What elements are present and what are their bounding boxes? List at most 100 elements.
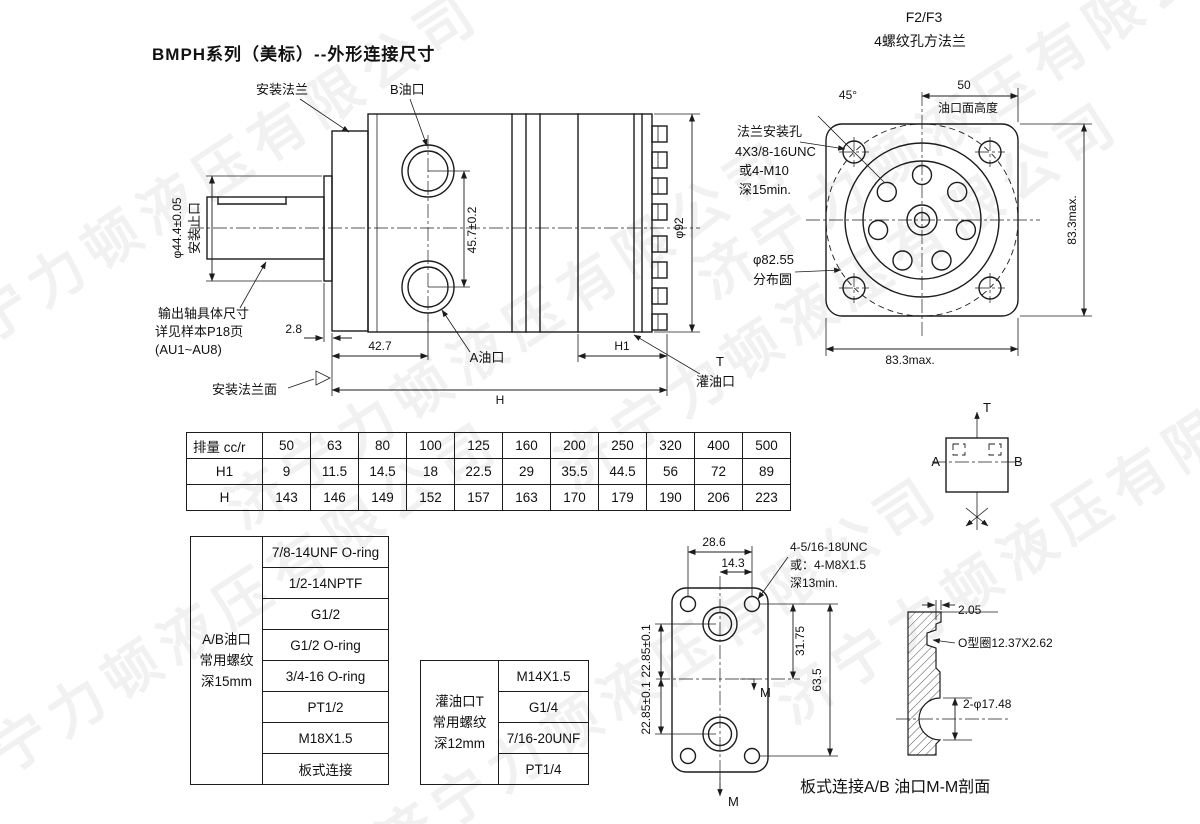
cell: 206 [694,484,743,511]
mounting-spigot [323,175,333,282]
header-line: 常用螺纹 [199,653,254,668]
section-m-label-top: M [760,685,771,700]
plate-thread-note1: 4-5/16-18UNC [790,540,868,554]
thread-cell: PT1/2 [262,691,389,723]
header-line: 深12mm [433,736,485,751]
cell: 190 [646,484,695,511]
table-row: M18X1.5 [191,722,389,754]
drain-port-label: 灌油口 [696,374,735,389]
cell: 149 [358,484,407,511]
cell: 11.5 [310,458,359,485]
bolt-circle-text-label: 分布圆 [753,272,792,287]
cell: 35.5 [550,458,599,485]
table-row: A/B油口 常用螺纹 深15mm 7/8-14UNF O-ring [190,536,389,785]
table-row: 7/16-20UNF [421,722,589,754]
thread-cell: M18X1.5 [262,722,389,754]
plate-corner-holes [679,595,761,765]
a-port-label: A油口 [470,350,505,365]
plate-hole-spacing-dim: 28.6 [702,535,726,549]
table-row: H 143 146 149 152 157 163 170 179 190 20… [186,484,791,511]
thread-cell: PT1/4 [498,753,589,785]
shaft-note-line1: 输出轴具体尺寸 [158,306,249,321]
mm-section-view: 2.05 O型圈12.37X2.62 2-φ17.48 板式连接A/B 油口M-… [800,600,1053,796]
cell: 22.5 [454,458,503,485]
cell: 44.5 [598,458,647,485]
cell: 143 [262,484,311,511]
cell: 250 [598,432,647,459]
thread-cell: G1/2 [262,598,389,630]
front-view-flange: F2/F3 4螺纹孔方法兰 [735,9,1092,367]
header-line: 常用螺纹 [432,715,487,730]
cell: 146 [310,484,359,511]
row-label: H [186,484,263,511]
port-spacing-dim: 45.7±0.2 [465,206,479,253]
dimension-table: 排量 cc/r 50 63 80 100 125 160 200 250 320… [186,432,791,511]
row-label: 排量 cc/r [186,432,263,459]
cell: 125 [454,432,503,459]
thread-cell: 板式连接 [262,753,389,785]
spigot-diameter-dim: φ44.4±0.05 [170,197,184,258]
thread-cell: G1/4 [498,691,589,723]
hole-spacing-dim: 63.5 [810,668,824,692]
schematic-a-label: A [931,454,940,469]
cell: 100 [406,432,455,459]
row-label: H1 [186,458,263,485]
mount-hole-note2: 4X3/8-16UNC [735,144,816,159]
drain-port-thread-table: 灌油口T 常用螺纹 深12mm M14X1.5 G1/4 7/16-20UNF … [420,660,589,785]
cell: 80 [358,432,407,459]
rear-bolts [651,125,668,331]
cell: 18 [406,458,455,485]
table-row: G1/4 [421,691,589,723]
side-view: 45.7±0.2 φ44.4±0.05 安装止口 φ92 2.8 42.7 A油… [155,82,735,407]
step-dim: 2.05 [958,603,982,617]
mounting-flange [331,130,369,332]
bolt-circle [825,123,1019,317]
table-row: 排量 cc/r 50 63 80 100 125 160 200 250 320… [186,432,791,459]
shaft-note-line3: (AU1~AU8) [155,342,222,357]
spigot-depth-dim: 2.8 [285,322,302,336]
header-line: 灌油口T [435,694,484,709]
cell: 223 [742,484,791,511]
cell: 29 [502,458,551,485]
cell: 152 [406,484,455,511]
table-row: 1/2-14NPTF [191,567,389,599]
flange-height-dim: 83.3max. [1065,195,1079,244]
cell: 89 [742,458,791,485]
schematic-b-label: B [1014,454,1023,469]
section-profile [907,611,942,756]
cell: 9 [262,458,311,485]
spigot-label: 安装止口 [187,202,202,254]
table-row: G1/2 [191,598,389,630]
cell: 200 [550,432,599,459]
thread-cell: 1/2-14NPTF [262,567,389,599]
header-line: A/B油口 [202,632,251,647]
mount-hole-note4: 深15min. [739,182,791,197]
section-m-label-bottom: M [728,794,739,809]
port-offset-dim-upper: 22.85±0.1 [639,624,653,678]
table-row: H1 9 11.5 14.5 18 22.5 29 35.5 44.5 56 7… [186,458,791,485]
port-plate-view: 28.6 14.3 4-5/16-18UNC 或：4-M8X1.5 深13min… [639,535,868,809]
cell: 320 [646,432,695,459]
f2f3-label: F2/F3 [906,9,943,25]
thread-cell: 3/4-16 O-ring [262,660,389,692]
flange-width-dim: 83.3max. [885,353,934,367]
thread-cell: 7/16-20UNF [498,722,589,754]
table-row: 板式连接 [191,753,389,785]
cell: 63 [310,432,359,459]
shaft-note-line2: 详见样本P18页 [155,324,243,339]
port-offset-dim-lower: 22.85±0.1 [639,681,653,735]
h-dim: H [496,393,505,407]
mount-hole-note1: 法兰安装孔 [737,124,802,139]
body-bolt-holes [867,164,977,271]
section-caption: 板式连接A/B 油口M-M剖面 [800,778,990,796]
plate-thread-note2: 或：4-M8X1.5 [790,558,866,572]
cell: 14.5 [358,458,407,485]
cell: 500 [742,432,791,459]
h1-dim: H1 [614,339,630,353]
cell: 179 [598,484,647,511]
table-row: G1/2 O-ring [191,629,389,661]
mount-hole-note3: 或4-M10 [739,163,789,178]
port-schematic: T A B [931,400,1023,530]
t-port-label: T [716,354,724,369]
